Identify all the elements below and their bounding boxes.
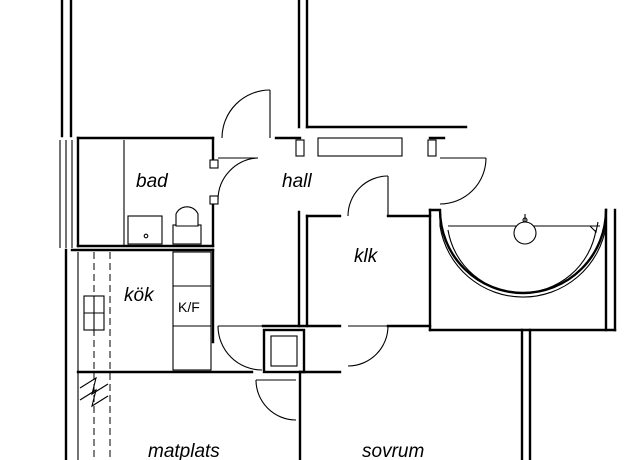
bathroom-fixtures	[123, 140, 202, 246]
kitchen-fixtures: K/F	[77, 251, 212, 460]
room-label-klk: klk	[354, 246, 379, 267]
fridge-freezer-label: K/F	[178, 299, 200, 315]
fridge-freezer	[172, 251, 212, 371]
round-room-feature	[428, 208, 608, 298]
round-fixture	[513, 221, 537, 245]
hall-shelf	[317, 137, 403, 157]
room-labels: bad hall kök klk matplats sovrum	[124, 171, 424, 460]
room-label-hall: hall	[282, 171, 312, 192]
room-label-kok: kök	[124, 285, 155, 306]
toilet-tank	[172, 224, 202, 245]
doors	[217, 89, 487, 421]
walls	[59, 0, 617, 460]
room-label-matplats: matplats	[148, 441, 220, 460]
sink	[127, 215, 163, 245]
room-label-sovrum: sovrum	[362, 441, 424, 460]
room-label-bad: bad	[136, 171, 169, 192]
toilet-bowl	[175, 206, 199, 227]
